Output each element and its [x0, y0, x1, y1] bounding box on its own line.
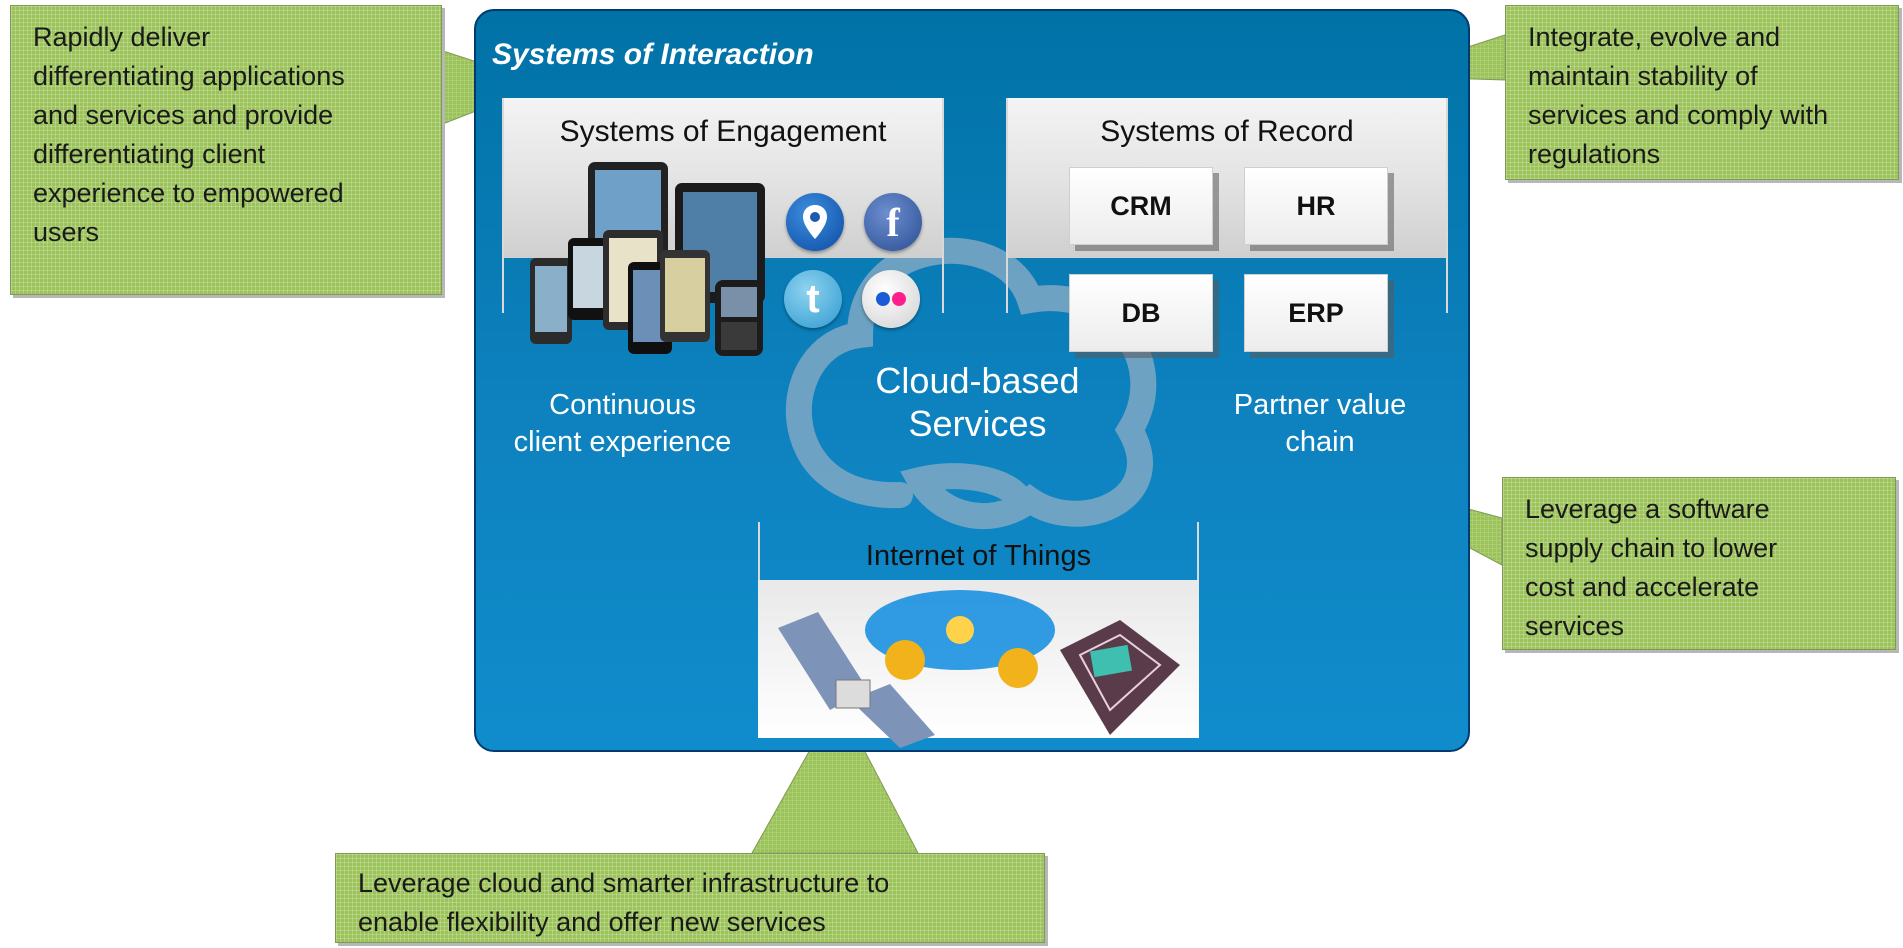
- db-tile: DB: [1069, 274, 1213, 352]
- record-title: Systems of Record: [1100, 115, 1354, 148]
- engagement-caption: Continuous client experience: [495, 387, 750, 461]
- iot-title: Internet of Things: [865, 540, 1092, 572]
- callout-mid-right-line2: supply chain to lower: [1525, 533, 1778, 563]
- flickr-icon: [862, 270, 920, 328]
- engagement-right-edge: [942, 98, 944, 313]
- engagement-caption-line1: Continuous: [549, 389, 696, 421]
- record-caption-line1: Partner value: [1233, 389, 1407, 421]
- engagement-title: Systems of Engagement: [559, 115, 887, 148]
- callout-top-left-line6: users: [33, 217, 100, 247]
- callout-top-left-line2: differentiating applications: [33, 61, 345, 91]
- erp-tile: ERP: [1244, 274, 1388, 352]
- engagement-caption-line2: client experience: [513, 426, 732, 458]
- crm-tile: CRM: [1069, 167, 1213, 245]
- callout-top-right-line4: regulations: [1528, 139, 1661, 169]
- callout-top-left-line3: and services and provide: [33, 100, 334, 130]
- callout-top-right-line1: Integrate, evolve and: [1528, 22, 1781, 52]
- callout-top-right: Integrate, evolve and maintain stability…: [1505, 5, 1899, 180]
- facebook-icon: f: [864, 193, 922, 251]
- cloud-label-line1: Cloud-based: [875, 360, 1080, 401]
- callout-mid-right-line3: cost and accelerate: [1525, 572, 1760, 602]
- location-pin-icon: [786, 193, 844, 251]
- engagement-left-edge: [502, 98, 504, 313]
- callout-mid-right-line1: Leverage a software: [1525, 494, 1770, 524]
- callout-top-left-line1: Rapidly deliver: [33, 22, 211, 52]
- callout-bottom: Leverage cloud and smarter infrastructur…: [335, 853, 1045, 943]
- panel-title: Systems of Interaction: [492, 38, 814, 71]
- callout-top-right-line3: services and comply with: [1528, 100, 1829, 130]
- record-caption-line2: chain: [1285, 426, 1355, 458]
- callout-mid-right-line4: services: [1525, 611, 1625, 641]
- cloud-label-line2: Services: [908, 403, 1047, 444]
- callout-mid-right: Leverage a software supply chain to lowe…: [1502, 477, 1896, 650]
- cloud-label: Cloud-based Services: [850, 359, 1105, 445]
- record-left-edge: [1006, 98, 1008, 313]
- callout-top-left-line4: differentiating client: [33, 139, 266, 169]
- callout-top-left-line5: experience to empowered: [33, 178, 344, 208]
- twitter-icon: t: [784, 270, 842, 328]
- record-right-edge: [1446, 98, 1448, 313]
- callout-top-left: Rapidly deliver differentiating applicat…: [10, 5, 442, 295]
- hr-tile: HR: [1244, 167, 1388, 245]
- record-caption: Partner value chain: [1200, 387, 1440, 461]
- callout-top-right-line2: maintain stability of: [1528, 61, 1758, 91]
- callout-bottom-line2: enable flexibility and offer new service…: [358, 907, 826, 937]
- callout-bottom-line1: Leverage cloud and smarter infrastructur…: [358, 868, 890, 898]
